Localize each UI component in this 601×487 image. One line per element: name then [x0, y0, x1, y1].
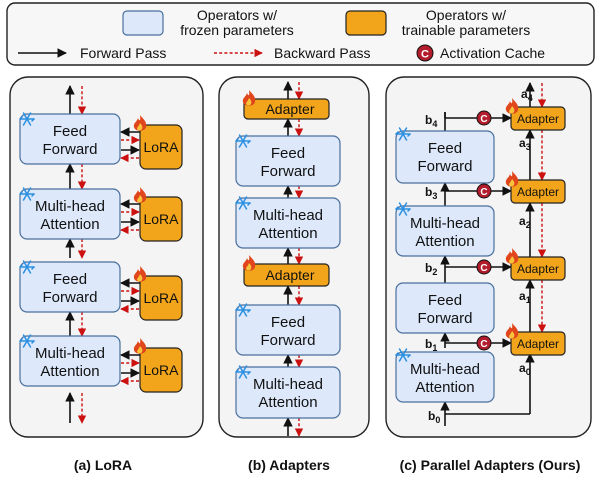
legend-frozen-line1: Operators w/: [197, 7, 277, 23]
legend: Operators w/ frozen parameters Operators…: [6, 2, 595, 66]
lora-multi-head-attention-top: [19, 188, 121, 240]
adapters-ff-top-line1: Feed: [271, 145, 305, 162]
lora-mha-bottom-line1: Multi-head: [35, 345, 105, 362]
adapters-multi-head-attention-bottom: [235, 366, 341, 419]
panel-lora: Feed Forward LoRA Multi-head Attention L…: [9, 76, 204, 438]
lora-adapter-4: [139, 347, 183, 393]
activation-cache-icon: C: [476, 183, 492, 199]
parallel-mha-bottom-line1: Multi-head: [410, 361, 480, 378]
parallel-ff-top-line1: Feed: [428, 140, 462, 157]
adapters-feed-forward-bottom: [235, 304, 341, 356]
panel-parallel-adapters: Feed Forward Multi-head Attention Feed F…: [385, 76, 592, 438]
parallel-mha-top-line1: Multi-head: [410, 215, 480, 232]
parallel-adapter-4-label: Adapter: [517, 112, 559, 126]
lora-adapter-2: [139, 196, 183, 242]
lora-ff-top-line1: Feed: [53, 123, 87, 140]
lora-mha-top-line2: Attention: [40, 216, 99, 233]
adapters-ff-top-line2: Forward: [260, 163, 315, 180]
parallel-multi-head-attention-bottom: [395, 351, 495, 403]
legend-trainable-swatch: [345, 10, 387, 36]
parallel-feed-forward-top: [395, 130, 495, 184]
cache-3-letter: C: [480, 187, 487, 198]
lora-feed-forward-bottom: [19, 261, 121, 313]
lora-mha-top-line1: Multi-head: [35, 198, 105, 215]
label-a0: a0: [519, 361, 531, 377]
label-a3: a3: [519, 136, 531, 152]
cache-4-letter: C: [480, 114, 487, 125]
adapters-mha-top-line2: Attention: [258, 225, 317, 242]
parallel-feed-forward-bottom: [395, 282, 495, 334]
adapters-feed-forward-top: [235, 135, 341, 187]
label-a2: a2: [519, 214, 531, 230]
parallel-multi-head-attention-top: [395, 205, 495, 257]
parallel-ff-bottom-line1: Feed: [428, 292, 462, 309]
parallel-adapter-2-label: Adapter: [517, 262, 559, 276]
lora-adapter-1: [139, 124, 183, 170]
parallel-mha-top-line2: Attention: [415, 233, 474, 250]
lora-feed-forward-top: [19, 113, 121, 165]
label-b2: b2: [425, 261, 437, 277]
parallel-adapter-2: [510, 256, 566, 281]
activation-cache-icon: C: [476, 110, 492, 126]
legend-frozen-line2: frozen parameters: [180, 22, 294, 38]
adapters-adapter-middle-label: Adapter: [265, 267, 314, 283]
label-b0: b0: [428, 409, 440, 425]
parallel-adapter-1: [510, 331, 566, 356]
adapters-adapter-middle: [243, 263, 330, 287]
label-a1: a1: [519, 289, 531, 305]
legend-cache-letter: C: [421, 49, 429, 61]
legend-frozen-swatch: [122, 10, 164, 36]
adapters-adapter-top-label: Adapter: [265, 101, 314, 117]
lora-ff-top-line2: Forward: [42, 141, 97, 158]
caption-lora: (a) LoRA: [74, 457, 132, 473]
lora-adapter-3: [139, 275, 183, 321]
activation-cache-icon: C: [476, 335, 492, 351]
cache-1-letter: C: [480, 339, 487, 350]
lora-adapter-3-label: LoRA: [143, 290, 179, 306]
adapters-adapter-top: [243, 98, 330, 120]
lora-adapter-1-label: LoRA: [143, 139, 179, 155]
legend-trainable-line1: Operators w/: [426, 7, 506, 23]
legend-forward-label: Forward Pass: [80, 45, 166, 61]
label-a4: a4: [521, 87, 533, 103]
caption-parallel-adapters: (c) Parallel Adapters (Ours): [400, 457, 581, 473]
parallel-ff-top-line2: Forward: [417, 158, 472, 175]
label-b4: b4: [425, 113, 437, 129]
cache-2-letter: C: [480, 263, 487, 274]
parallel-adapter-1-label: Adapter: [517, 337, 559, 351]
label-b3: b3: [425, 185, 437, 201]
caption-adapters: (b) Adapters: [248, 457, 330, 473]
adapters-mha-top-line1: Multi-head: [253, 207, 323, 224]
legend-cache-label: Activation Cache: [440, 45, 545, 61]
lora-multi-head-attention-bottom: [19, 335, 121, 387]
adapters-mha-bottom-line1: Multi-head: [253, 376, 323, 393]
legend-activation-cache-icon: C: [416, 44, 434, 62]
lora-mha-bottom-line2: Attention: [40, 363, 99, 380]
parallel-adapter-3-label: Adapter: [517, 185, 559, 199]
adapters-ff-bottom-line2: Forward: [260, 332, 315, 349]
activation-cache-icon: C: [476, 259, 492, 275]
panel-adapters: Adapter Feed Forward Multi-head Attentio…: [218, 76, 370, 438]
lora-ff-bottom-line2: Forward: [42, 289, 97, 306]
legend-trainable-line2: trainable parameters: [402, 22, 530, 38]
label-b1: b1: [425, 337, 437, 353]
legend-backward-label: Backward Pass: [274, 45, 370, 61]
lora-ff-bottom-line1: Feed: [53, 271, 87, 288]
adapters-ff-bottom-line1: Feed: [271, 314, 305, 331]
adapters-multi-head-attention-top: [235, 197, 341, 249]
parallel-mha-bottom-line2: Attention: [415, 379, 474, 396]
parallel-adapter-4: [510, 106, 566, 131]
parallel-ff-bottom-line2: Forward: [417, 310, 472, 327]
lora-adapter-4-label: LoRA: [143, 362, 179, 378]
lora-adapter-2-label: LoRA: [143, 211, 179, 227]
adapters-mha-bottom-line2: Attention: [258, 394, 317, 411]
parallel-adapter-3: [510, 179, 566, 204]
